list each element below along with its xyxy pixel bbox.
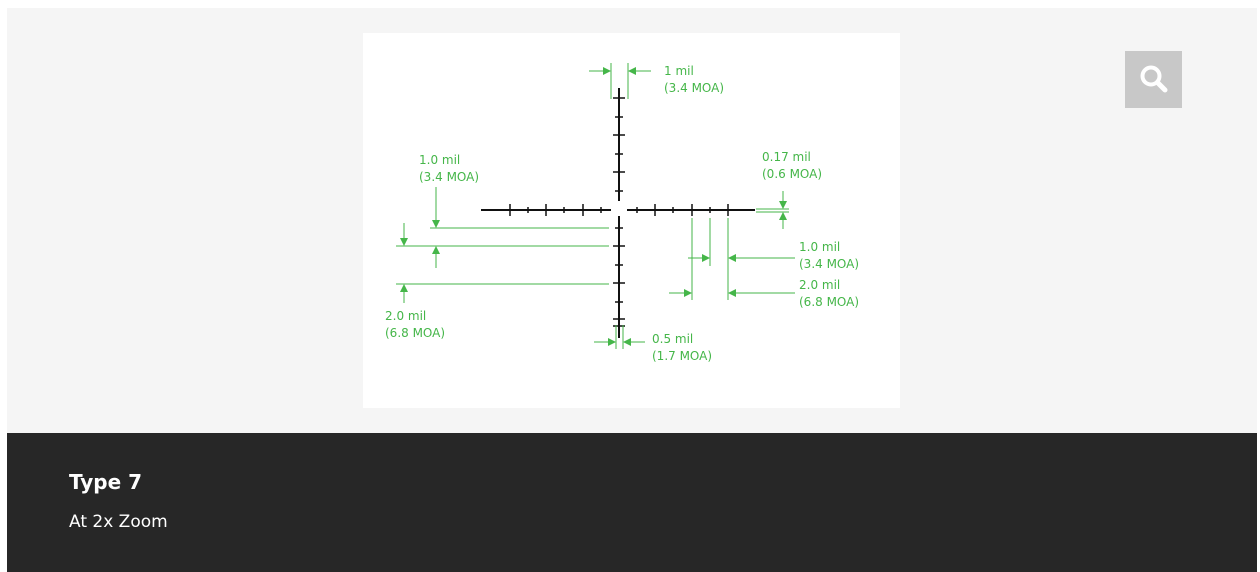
reticle-diagram: 1 mil (3.4 MOA) 1.0 mil (3.4 MOA) 2.0 mi… xyxy=(363,33,900,408)
bottom-gap-mil-label: 0.5 mil xyxy=(652,332,693,346)
thickness-mil-label: 0.17 mil xyxy=(762,150,811,164)
caption-panel: Type 7 At 2x Zoom xyxy=(7,433,1257,572)
right-lower-moa-label: (6.8 MOA) xyxy=(799,295,859,309)
left-upper-moa-label: (3.4 MOA) xyxy=(419,170,479,184)
gallery-slide: 1 mil (3.4 MOA) 1.0 mil (3.4 MOA) 2.0 mi… xyxy=(7,8,1257,572)
left-upper-mil-label: 1.0 mil xyxy=(419,153,460,167)
left-lower-mil-label: 2.0 mil xyxy=(385,309,426,323)
vertical-ticks xyxy=(613,97,625,327)
image-stage: 1 mil (3.4 MOA) 1.0 mil (3.4 MOA) 2.0 mi… xyxy=(7,8,1257,433)
search-icon xyxy=(1140,65,1168,93)
caption-title: Type 7 xyxy=(69,470,143,494)
top-gap-moa-label: (3.4 MOA) xyxy=(664,81,724,95)
right-upper-moa-label: (3.4 MOA) xyxy=(799,257,859,271)
dimension-lines xyxy=(396,63,795,349)
top-gap-mil-label: 1 mil xyxy=(664,64,694,78)
caption-subtitle: At 2x Zoom xyxy=(69,512,168,532)
left-lower-moa-label: (6.8 MOA) xyxy=(385,326,445,340)
right-upper-mil-label: 1.0 mil xyxy=(799,240,840,254)
reticle-diagram-svg: 1 mil (3.4 MOA) 1.0 mil (3.4 MOA) 2.0 mi… xyxy=(385,63,859,363)
crosshair xyxy=(481,88,755,338)
horizontal-ticks xyxy=(509,204,729,216)
right-lower-mil-label: 2.0 mil xyxy=(799,278,840,292)
bottom-gap-moa-label: (1.7 MOA) xyxy=(652,349,712,363)
zoom-button[interactable] xyxy=(1125,51,1182,108)
thickness-moa-label: (0.6 MOA) xyxy=(762,167,822,181)
